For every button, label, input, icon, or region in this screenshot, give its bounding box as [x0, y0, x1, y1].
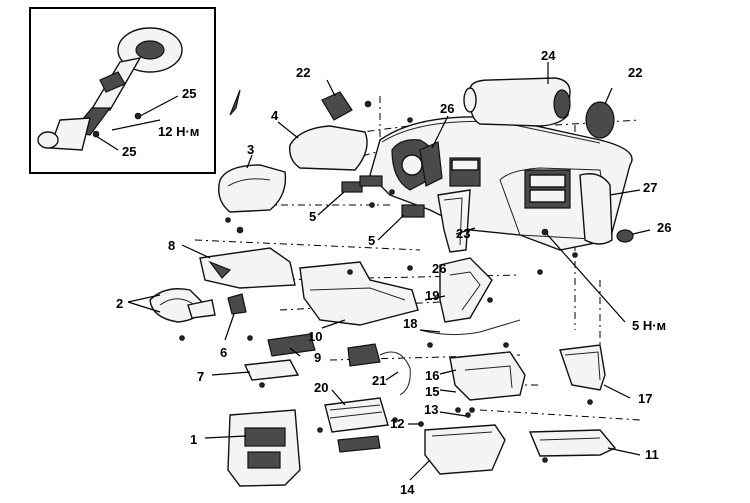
part-20-console-unit: [324, 389, 389, 453]
callout-25-top: 25: [182, 86, 196, 101]
callout-27: 27: [643, 180, 657, 195]
part-19-side-trim: [424, 257, 493, 323]
callout-24: 24: [541, 48, 556, 63]
callout-17: 17: [638, 391, 652, 406]
callout-26-center: 26: [432, 261, 446, 276]
torque-label-inset: 12 Н·м: [158, 124, 199, 139]
callout-3: 3: [247, 142, 254, 157]
callout-10: 10: [308, 329, 322, 344]
part-22-left-vent: [321, 79, 372, 121]
torque-leader: [544, 231, 626, 323]
callout-5-center: 5: [368, 233, 375, 248]
callout-22-left: 22: [296, 65, 310, 80]
fastener-bolts: [247, 117, 593, 463]
part-4-cluster-hood: [277, 121, 368, 171]
callout-5-left: 5: [309, 209, 316, 224]
callout-22-right: 22: [628, 65, 642, 80]
part-26-upper: [419, 115, 449, 187]
part-21-harness: [347, 343, 411, 396]
part-14-glovebox-door: [408, 411, 506, 481]
part-8-lower-trim: [181, 226, 296, 289]
callout-7: 7: [197, 369, 204, 384]
callout-26-top: 26: [440, 101, 454, 116]
part-22-right-vent: [585, 87, 615, 139]
part-26-right: [616, 229, 651, 243]
part-3-cluster-bezel: [218, 154, 287, 223]
callout-26-right: 26: [657, 220, 671, 235]
callout-20: 20: [314, 380, 328, 395]
part-16-glovebox-housing: [439, 351, 526, 413]
callout-9: 9: [314, 350, 321, 365]
part-1-console-bezel: [204, 409, 301, 487]
callout-13: 13: [424, 402, 438, 417]
callout-12: 12: [390, 416, 404, 431]
part-17-lower-cover: [559, 344, 631, 399]
callout-15: 15: [425, 384, 439, 399]
callout-16: 16: [425, 368, 439, 383]
callout-6: 6: [220, 345, 227, 360]
callout-11: 11: [645, 447, 659, 462]
callout-21: 21: [372, 373, 386, 388]
callout-1: 1: [190, 432, 197, 447]
part-6-bracket: [224, 293, 247, 341]
part-23-center-support: [437, 189, 476, 253]
callout-14: 14: [400, 482, 415, 497]
callout-23: 23: [456, 226, 470, 241]
part-9-panel: [267, 333, 316, 357]
part-5-switches: [317, 175, 425, 241]
part-24: [463, 62, 571, 127]
callout-8: 8: [168, 238, 175, 253]
arrow-mark: [229, 89, 241, 116]
part-10-knee-bolster: [299, 261, 419, 329]
callout-18: 18: [403, 316, 417, 331]
torque-label-main: 5 Н·м: [632, 318, 666, 333]
callout-19: 19: [425, 288, 439, 303]
part-7-bracket: [211, 359, 300, 388]
callout-25-bottom: 25: [122, 144, 136, 159]
part-11-lower-trim-right: [528, 429, 641, 457]
part-27-right-trim: [579, 173, 641, 245]
callout-2: 2: [116, 296, 123, 311]
callout-4: 4: [271, 108, 279, 123]
steering-column-inset: 25 25 12 Н·м: [29, 7, 216, 174]
part-2-column-covers: [127, 288, 216, 341]
part-18-wire: [419, 319, 521, 336]
